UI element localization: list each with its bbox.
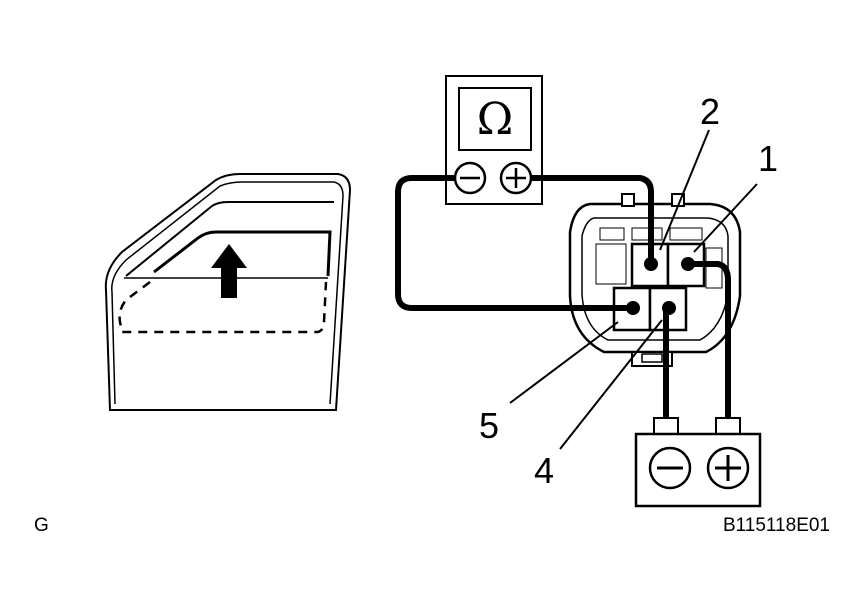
leader-lines [509,129,758,450]
meter-symbol: Ω [477,94,513,145]
pin-label-1: 1 [758,138,778,179]
ohmmeter-icon [445,75,543,205]
pin-2-dot [644,257,658,271]
up-arrow-icon [211,244,247,298]
connector-icon [568,193,742,367]
pin-dots [626,257,695,315]
battery-icon [634,417,762,508]
figure-left-code: G [34,515,49,536]
pin-label-4: 4 [534,450,554,491]
figure-ref-code: B115118E01 [723,515,830,536]
pin-4-dot [662,301,676,315]
pin-label-5: 5 [479,405,499,446]
pin-1-dot [681,257,695,271]
pin-label-2: 2 [700,91,720,132]
pin-5-dot [626,301,640,315]
